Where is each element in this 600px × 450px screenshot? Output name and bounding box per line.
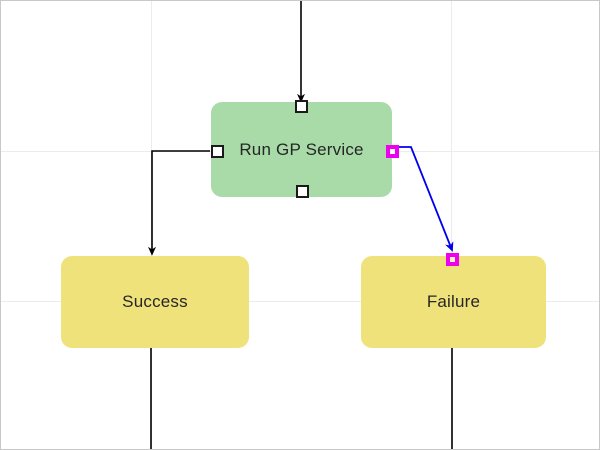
node-label-success: Success (122, 292, 188, 311)
port-run-gp-service-bottom[interactable] (295, 184, 309, 198)
node-success[interactable]: Success (61, 256, 249, 348)
edge-run-gp-to-failure[interactable] (399, 146, 454, 252)
port-failure-top[interactable] (445, 252, 459, 266)
node-run-gp-service[interactable]: Run GP Service (211, 102, 392, 197)
node-label-failure: Failure (426, 292, 481, 311)
node-failure[interactable]: Failure (361, 256, 546, 348)
gridline-vertical-2 (451, 1, 452, 449)
node-label-run-gp-service: Run GP Service (239, 139, 364, 159)
edge-run-gp-to-success[interactable] (148, 150, 210, 256)
port-run-gp-service-right[interactable] (385, 144, 399, 158)
port-run-gp-service-top[interactable] (294, 99, 308, 113)
port-run-gp-service-left[interactable] (210, 144, 224, 158)
gridline-horizontal-2 (1, 301, 599, 302)
